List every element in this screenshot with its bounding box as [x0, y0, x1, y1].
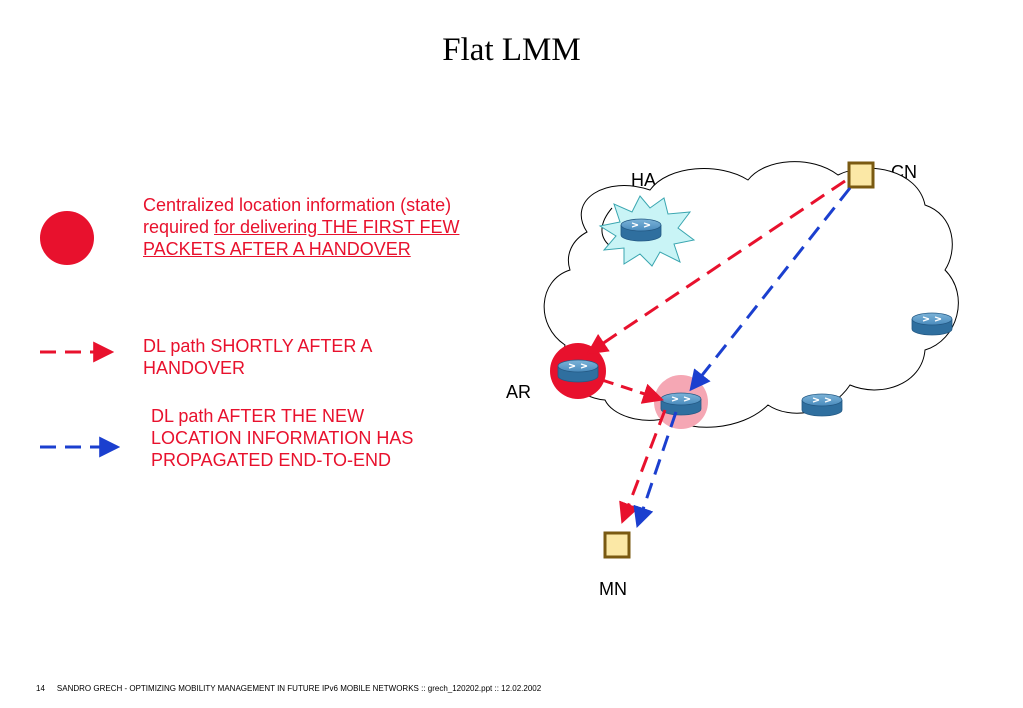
cloud-inner-curve — [601, 207, 613, 247]
legend-item-dl-short-text: DL path SHORTLY AFTER A HANDOVER — [143, 336, 372, 378]
cn-node — [847, 161, 875, 189]
red-path-cn-to-ar — [586, 179, 846, 355]
slide-footer: 14 SANDRO GRECH - OPTIMIZING MOBILITY MAN… — [36, 684, 541, 693]
page-number: 14 — [36, 684, 45, 693]
router-right-top — [911, 312, 953, 336]
legend-item-centralized-text: Centralized location information (state)… — [143, 194, 463, 260]
blue-path-cn-to-new-ar — [689, 187, 852, 392]
mn-node — [603, 531, 631, 559]
legend-red-dot — [40, 211, 94, 265]
router-right-bottom — [801, 393, 843, 417]
router-ha — [620, 218, 662, 242]
legend-item-centralized-underlined: for delivering THE FIRST FEW PACKETS AFT… — [143, 217, 460, 259]
legend-item-centralized-plain: Centralized location information (state)… — [143, 195, 452, 237]
legend-item-dl-after-text: DL path AFTER THE NEW LOCATION INFORMATI… — [151, 406, 414, 470]
slide-title: Flat LMM — [442, 32, 581, 68]
red-path-ar-to-new-ar — [601, 378, 664, 404]
network-cloud — [543, 161, 959, 428]
label-ar: AR — [506, 382, 532, 402]
router-new-ar — [660, 392, 702, 416]
red-path-new-ar-to-mn — [619, 409, 667, 524]
footer-text: SANDRO GRECH - OPTIMIZING MOBILITY MANAG… — [56, 684, 542, 693]
router-ar — [557, 359, 599, 383]
blue-path-new-ar-to-mn — [633, 411, 678, 528]
label-ha: HA — [631, 170, 657, 190]
label-mn: MN — [599, 579, 627, 599]
